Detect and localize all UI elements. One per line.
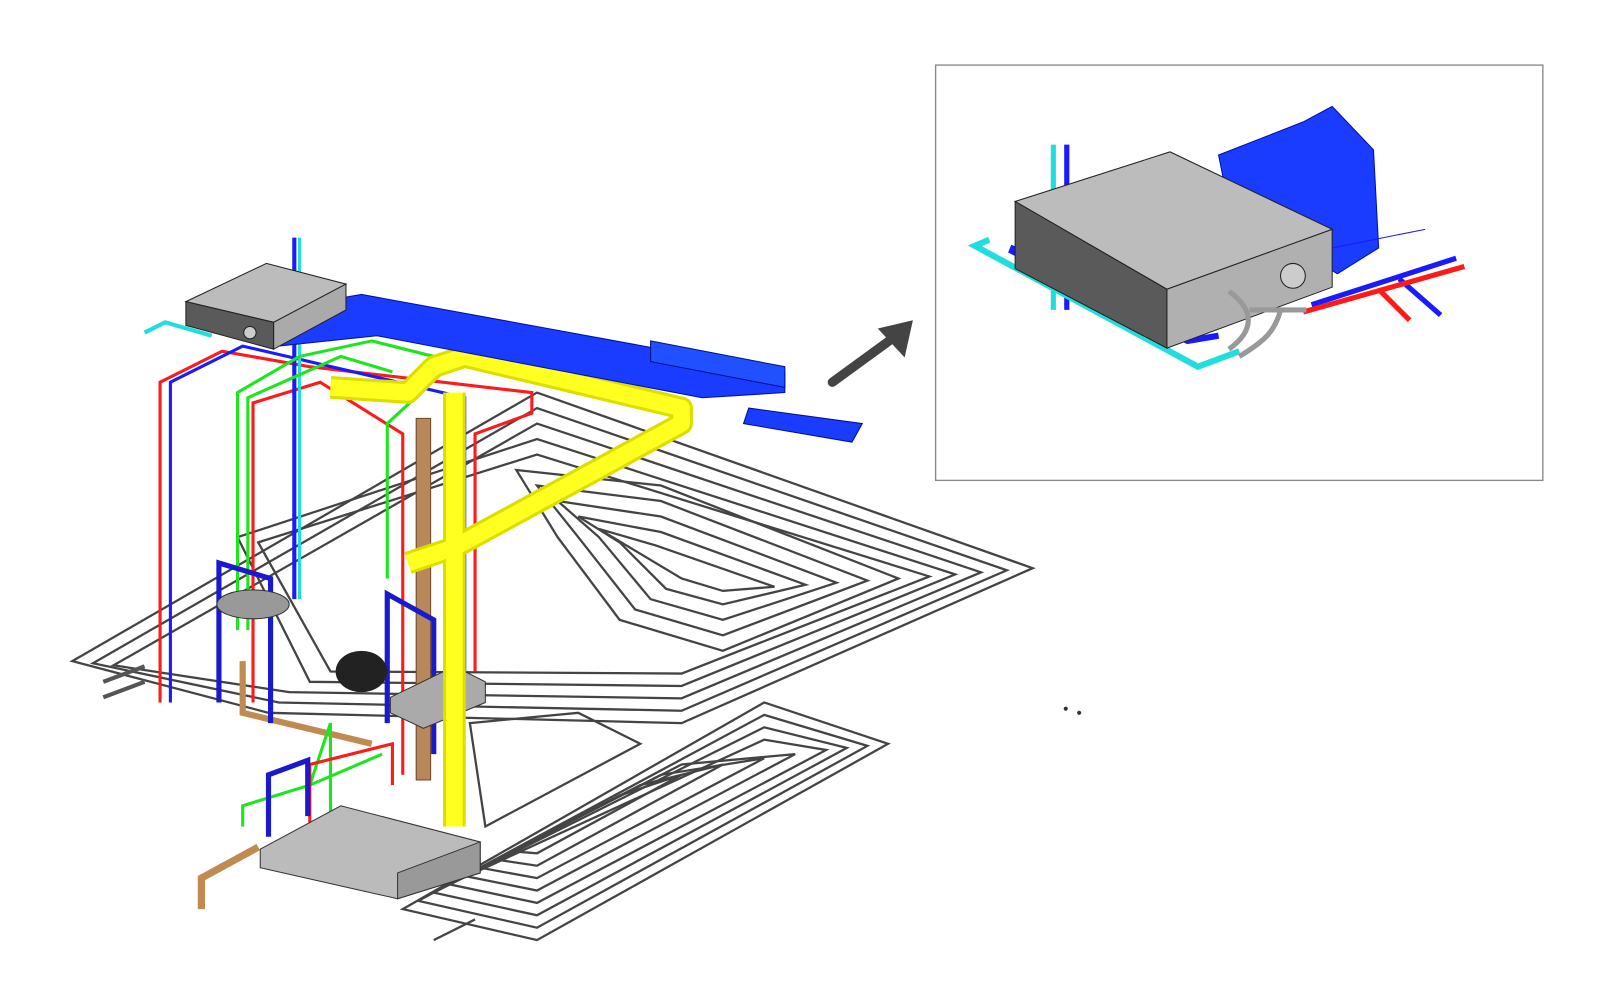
- arrow-up-right-icon: [827, 320, 913, 387]
- basket: [335, 650, 388, 693]
- supply-duct: [273, 293, 864, 443]
- ventilation-unit: [184, 262, 348, 351]
- floor-heating-lower: [399, 701, 891, 942]
- shower-tray-side: [397, 841, 481, 900]
- detail-inset: [934, 64, 1544, 482]
- stray-points: [1063, 706, 1082, 715]
- cold-water-pipes: [235, 339, 458, 858]
- washbasin-1: [216, 589, 290, 620]
- drain-pipe-upper: [239, 661, 373, 747]
- extract-duct-highlight: [329, 348, 690, 827]
- manifold: [102, 664, 146, 700]
- floor-heating-upper: [69, 391, 1036, 725]
- drain-pipe: [197, 843, 260, 910]
- cyan-pipe: [143, 320, 213, 338]
